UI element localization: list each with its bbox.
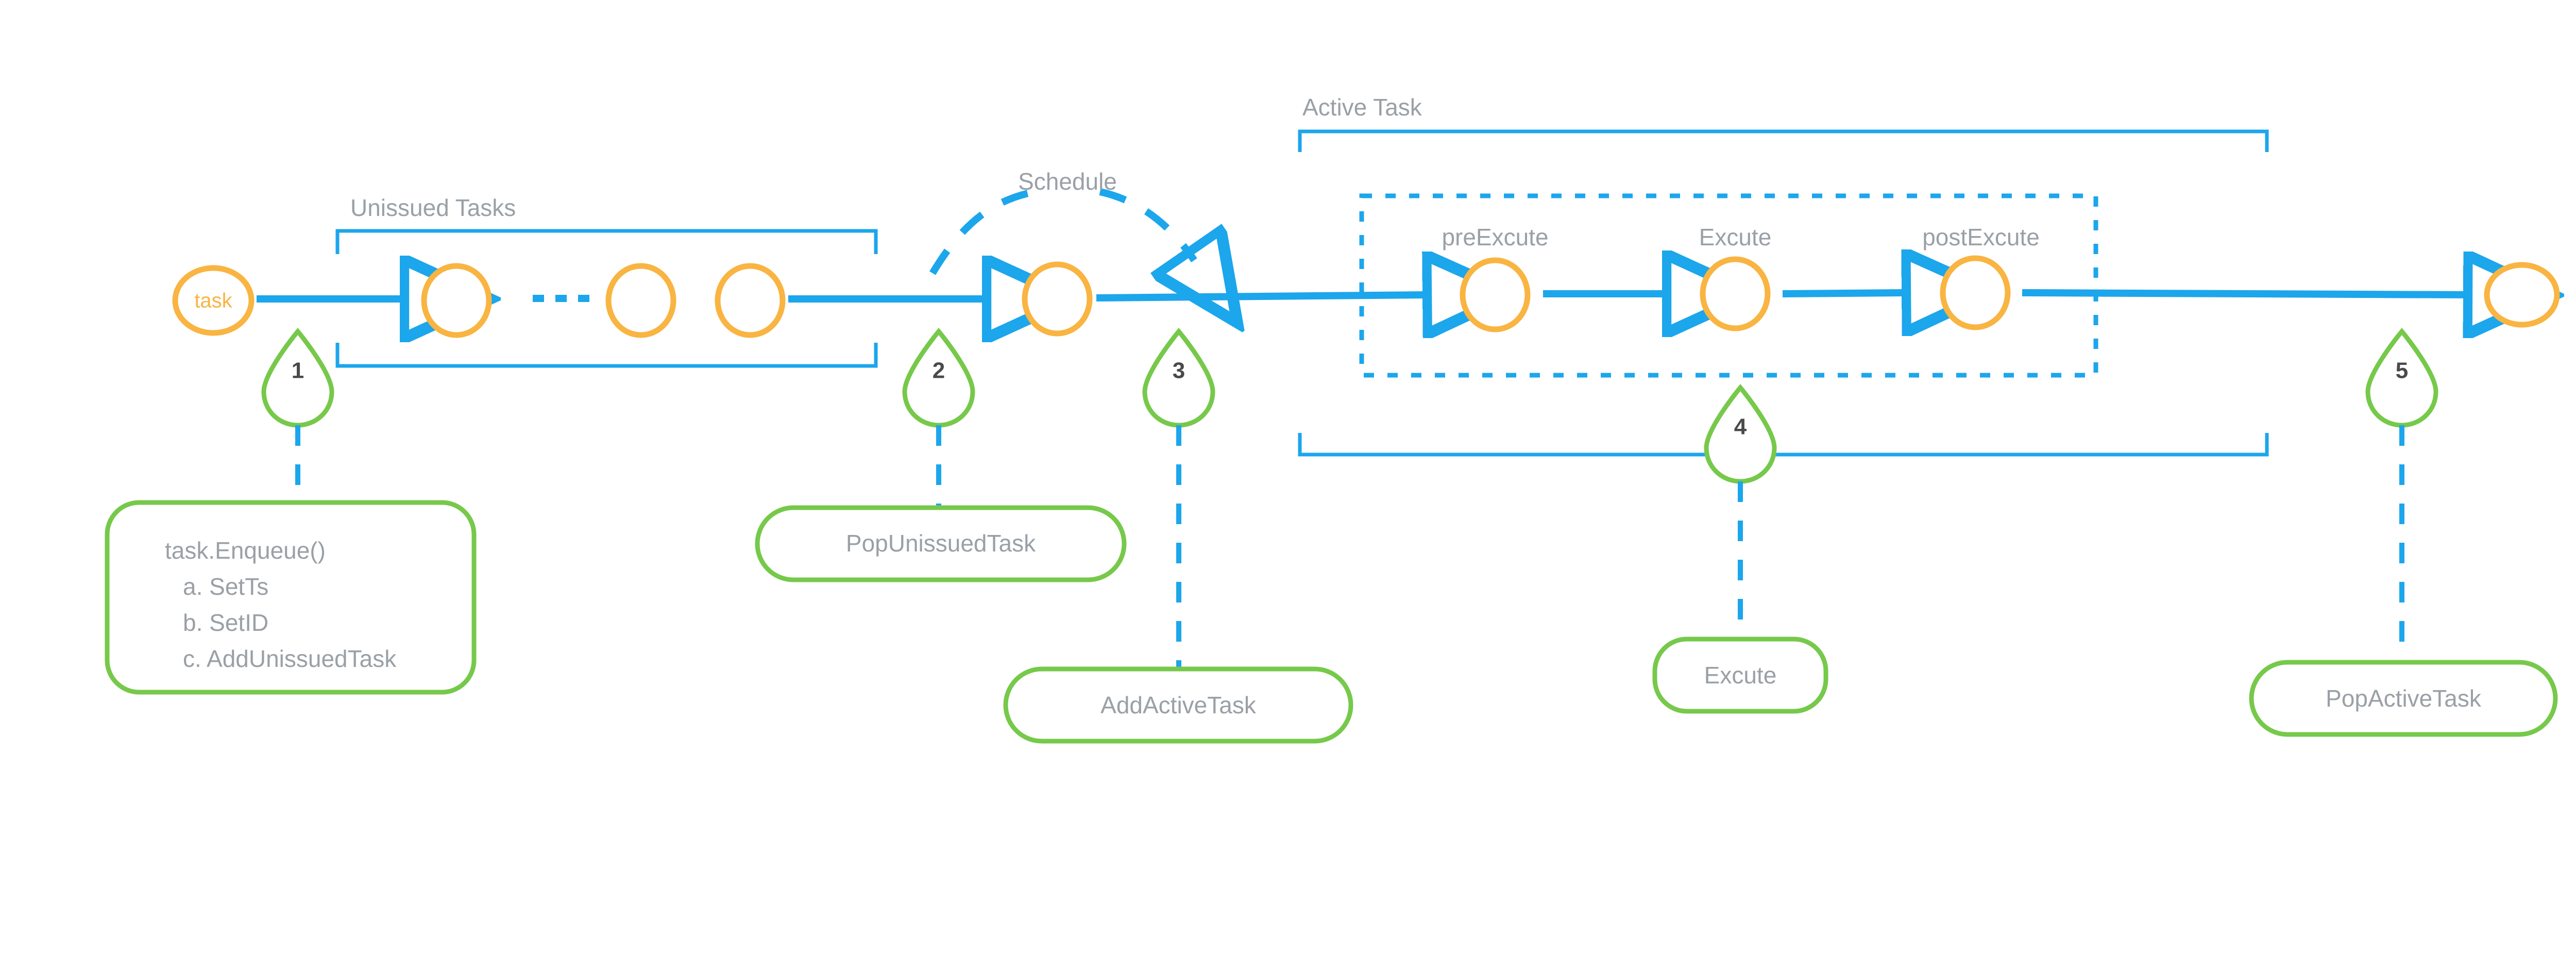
scheduled-node[interactable] (1022, 261, 1093, 337)
callout-3[interactable]: AddActiveTask (1003, 666, 1353, 744)
active-bracket-bottom (1298, 433, 2269, 457)
source-task-node[interactable] (172, 265, 255, 336)
marker-2-number: 2 (933, 358, 945, 383)
stage-labels: preExcute Excute postExcute (1442, 224, 2039, 250)
schedule-annotation: Schedule (929, 168, 1194, 275)
arrow-schedule-to-preexcute (1096, 295, 1430, 298)
schedule-label: Schedule (1018, 168, 1117, 195)
callout-2-box (755, 505, 1127, 582)
callout-4-label: Excute (1704, 662, 1777, 689)
callout-1-line-0: task.Enqueue() (165, 537, 326, 564)
callout-5-box (2249, 660, 2558, 737)
stage-node-preexcute[interactable] (1460, 257, 1531, 332)
arrow-postexcute-to-final (2022, 293, 2470, 295)
nodes: task (172, 255, 2560, 338)
active-task-label: Active Task (1302, 94, 1422, 121)
queue-ellipsis-icon (533, 295, 589, 302)
marker-5[interactable]: 5 (2365, 327, 2438, 673)
schedule-arc-left (929, 187, 1042, 275)
callout-3-label: AddActiveTask (1100, 692, 1257, 718)
schedule-arc-right (1099, 188, 1194, 260)
queue-node-3[interactable] (715, 263, 786, 338)
marker-3-number: 3 (1173, 358, 1185, 383)
arrow-excute-to-postexcute (1782, 293, 1909, 294)
stage-label-preexcute: preExcute (1442, 224, 1548, 250)
active-bracket-top (1298, 129, 2269, 152)
stage-label-excute: Excute (1699, 224, 1772, 250)
callout-1-line-2: b. SetID (183, 609, 268, 636)
callout-5-label: PopActiveTask (2326, 685, 2482, 712)
callout-1[interactable]: task.Enqueue() a. SetTs b. SetID c. AddU… (105, 500, 477, 695)
stage-label-postexcute: postExcute (1922, 224, 2040, 250)
callout-3-box (1003, 666, 1353, 744)
marker-3[interactable]: 3 (1142, 327, 1215, 679)
callout-1-box (105, 500, 477, 695)
marker-5-number: 5 (2396, 358, 2408, 383)
queue-node-2[interactable] (605, 263, 676, 338)
marker-1[interactable]: 1 (261, 327, 334, 515)
callout-1-line-3: c. AddUnissuedTask (183, 645, 397, 672)
unissued-tasks-label: Unissued Tasks (350, 194, 516, 221)
final-node[interactable] (2484, 262, 2560, 328)
unissued-tasks-bracket: Unissued Tasks (335, 194, 878, 368)
execution-dotted-box (1359, 193, 2098, 378)
marker-4[interactable]: 4 (1704, 383, 1777, 649)
source-task-node-label: task (194, 290, 232, 312)
stage-node-postexcute[interactable] (1940, 255, 2011, 330)
callout-2[interactable]: PopUnissuedTask (755, 505, 1127, 582)
marker-1-number: 1 (292, 358, 304, 383)
marker-4-number: 4 (1734, 414, 1747, 440)
marker-2[interactable]: 2 (902, 327, 975, 518)
queue-node-1[interactable] (421, 263, 492, 338)
callout-5[interactable]: PopActiveTask (2249, 660, 2558, 737)
stage-node-excute[interactable] (1700, 256, 1771, 331)
callout-4[interactable]: Excute (1652, 637, 1828, 714)
active-task-bracket: Active Task (1298, 94, 2269, 457)
unissued-bracket-top (335, 229, 878, 254)
unissued-bracket-bottom (335, 343, 878, 368)
callout-2-label: PopUnissuedTask (846, 530, 1036, 557)
callout-1-line-1: a. SetTs (183, 573, 268, 600)
callout-4-box (1652, 637, 1828, 714)
